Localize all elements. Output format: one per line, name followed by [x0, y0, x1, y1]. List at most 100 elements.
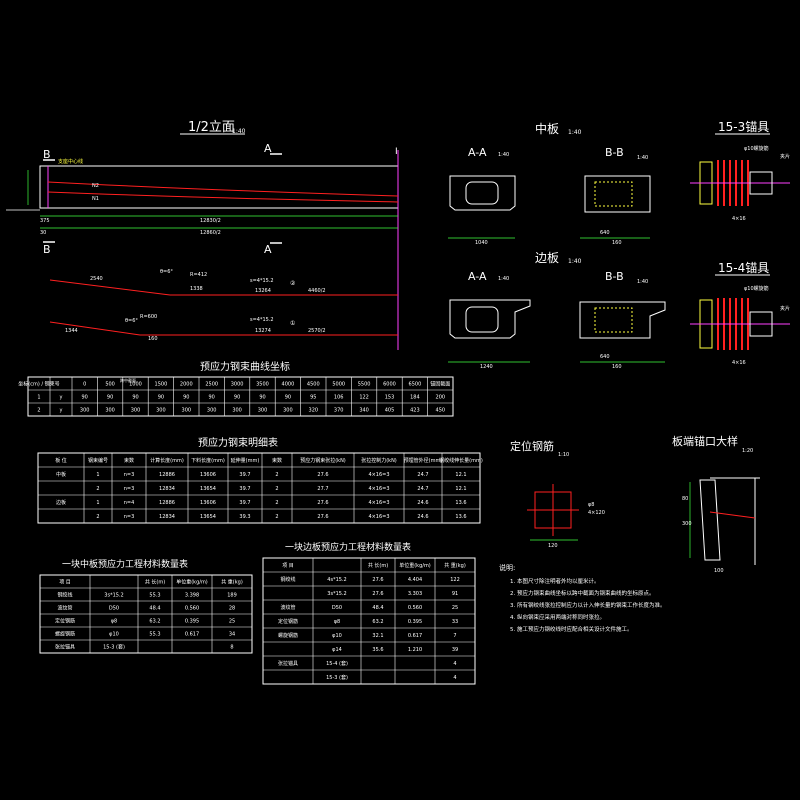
detail-cell: 27.6	[317, 514, 328, 520]
detail-cell: 边板	[56, 499, 66, 506]
coord-cell: 3000	[231, 381, 244, 387]
coord-cell: 200	[436, 394, 446, 400]
detail-cell: 4×16=3	[368, 500, 389, 506]
detail-cell: 27.7	[317, 486, 328, 492]
side-aa-scale: 1:40	[498, 276, 509, 282]
coord-cell: 122	[359, 394, 369, 400]
detail-cell: 2	[275, 486, 278, 492]
mid-qty-cell: 189	[227, 592, 237, 598]
dim-half1: 12830/2	[200, 218, 221, 224]
coord-cell: 300	[258, 407, 268, 413]
detail-cell: 27.6	[317, 500, 328, 506]
mid-qty-cell: 波纹管	[57, 604, 72, 611]
t2-circle: ②	[290, 280, 296, 287]
side-qty-cell: 4	[453, 661, 456, 667]
detail-cell: 束数	[272, 457, 282, 464]
side-qty-cell: 63.2	[372, 619, 383, 625]
coord-cell: 90	[285, 394, 291, 400]
coord-cell: 90	[107, 394, 113, 400]
side-qty-cell: 27.6	[372, 591, 383, 597]
detail-cell: 39.7	[239, 472, 250, 478]
section-mark-a-top: A	[264, 142, 272, 155]
coord-cell: 4500	[307, 381, 320, 387]
detail-cell: 12.1	[455, 472, 466, 478]
coord-cell: 106	[334, 394, 344, 400]
mid-aa-void	[465, 181, 499, 205]
t2-angle: θ=6°	[160, 269, 173, 275]
detail-table-title: 预应力钢束明细表	[198, 436, 278, 449]
end-anchor-detail: 板端锚口大样 1:20 80 300 100	[672, 434, 760, 574]
coord-cell: 300	[131, 407, 141, 413]
detail-table-grid: 板 位钢束编号束数计算长度(mm)下料长度(mm)延伸量(mm)束数预应力钢束张…	[37, 452, 483, 524]
tendon-end	[709, 511, 756, 519]
side-qty-cell: 钢绞线	[280, 576, 295, 583]
coord-cell: 300	[156, 407, 166, 413]
detail-cell: 2	[96, 514, 99, 520]
section-mark-b-top: B	[43, 148, 51, 161]
t2-seg: 1338	[190, 286, 203, 292]
coord-cell: 90	[82, 394, 88, 400]
t1-half: 2570/2	[308, 328, 326, 334]
side-qty-cell: 33	[452, 619, 458, 625]
side-qty-cell: φ8	[334, 619, 340, 625]
side-dim-side: 160	[612, 364, 622, 370]
coord-cell: 4000	[282, 381, 295, 387]
table-border	[37, 452, 481, 524]
detail-cell: 预埋管外径(mm)	[404, 457, 443, 464]
coord-cell: 1	[37, 394, 40, 400]
tendon-n1-label: N1	[92, 196, 99, 202]
mid-qty-cell: 48.4	[149, 605, 160, 611]
coord-cell: 95	[310, 394, 316, 400]
tendon2-incline	[49, 279, 171, 296]
side-slab-scale: 1:40	[568, 258, 582, 265]
note-item: 1. 本图尺寸除注明者外均以厘米计。	[510, 577, 600, 585]
mid-qty-cell: 0.395	[185, 618, 199, 624]
side-slab-title: 边板	[535, 251, 559, 265]
side-qty-cell: 单位重(kg/m)	[399, 562, 431, 569]
anchor-154-note2: 夹片	[780, 305, 790, 312]
side-qty-cell: 张拉锚具	[278, 660, 298, 667]
side-qty-title: 一块边板预应力工程材料数量表	[285, 541, 411, 553]
anchor-label: 支座中心线	[58, 158, 83, 165]
mid-qty-cell: 共 重(kg)	[221, 578, 243, 585]
mid-qty-cell: 0.617	[185, 631, 199, 637]
side-qty-table: 一块边板预应力工程材料数量表 项 目共 长(m)单位重(kg/m)共 重(kg)…	[262, 541, 476, 685]
mid-qty-title: 一块中板预应力工程材料数量表	[62, 558, 188, 570]
side-qty-cell: 0.617	[408, 633, 422, 639]
coord-cell: 90	[209, 394, 215, 400]
coord-cell: 锚固截面	[430, 380, 450, 387]
tendon-n2	[47, 181, 399, 197]
mid-qty-cell: 28	[229, 605, 235, 611]
coord-cell: 405	[385, 407, 395, 413]
anchor-154-dim: 4×16	[732, 360, 746, 366]
coord-cell: 90	[259, 394, 265, 400]
locating-bar-note2: 4×120	[588, 510, 605, 516]
detail-cell: 张拉控制力(kN)	[361, 457, 397, 464]
detail-cell: 1	[96, 500, 99, 506]
side-qty-cell: 4s*15.2	[327, 577, 346, 583]
mid-bb-void	[594, 181, 633, 207]
coord-cell: 1500	[155, 381, 168, 387]
mid-qty-cell: 55.3	[149, 631, 160, 637]
anchor-detail-dim3: 100	[714, 568, 724, 574]
elevation-title: 1/2立面	[188, 120, 235, 135]
mid-aa-scale: 1:40	[498, 152, 509, 158]
coord-cell: 450	[436, 407, 446, 413]
side-qty-cell: 35.6	[372, 647, 383, 653]
mid-qty-cell: φ8	[111, 618, 117, 624]
coord-cell: 5000	[332, 381, 345, 387]
detail-cell: 束数	[124, 457, 134, 464]
detail-cell: 12834	[159, 486, 175, 492]
detail-cell: 24.6	[417, 514, 428, 520]
side-qty-cell: 7	[453, 633, 456, 639]
detail-cell: 12886	[159, 472, 175, 478]
detail-cell: n=3	[124, 486, 135, 492]
coord-cell: 5500	[358, 381, 371, 387]
section-mark-b-bottom: B	[43, 243, 51, 256]
dim-left1: 375	[40, 218, 50, 224]
anchor-153-title: 15-3锚具	[718, 119, 769, 134]
t1-len2: 13274	[255, 328, 271, 334]
mid-qty-cell: 项 目	[59, 579, 71, 585]
